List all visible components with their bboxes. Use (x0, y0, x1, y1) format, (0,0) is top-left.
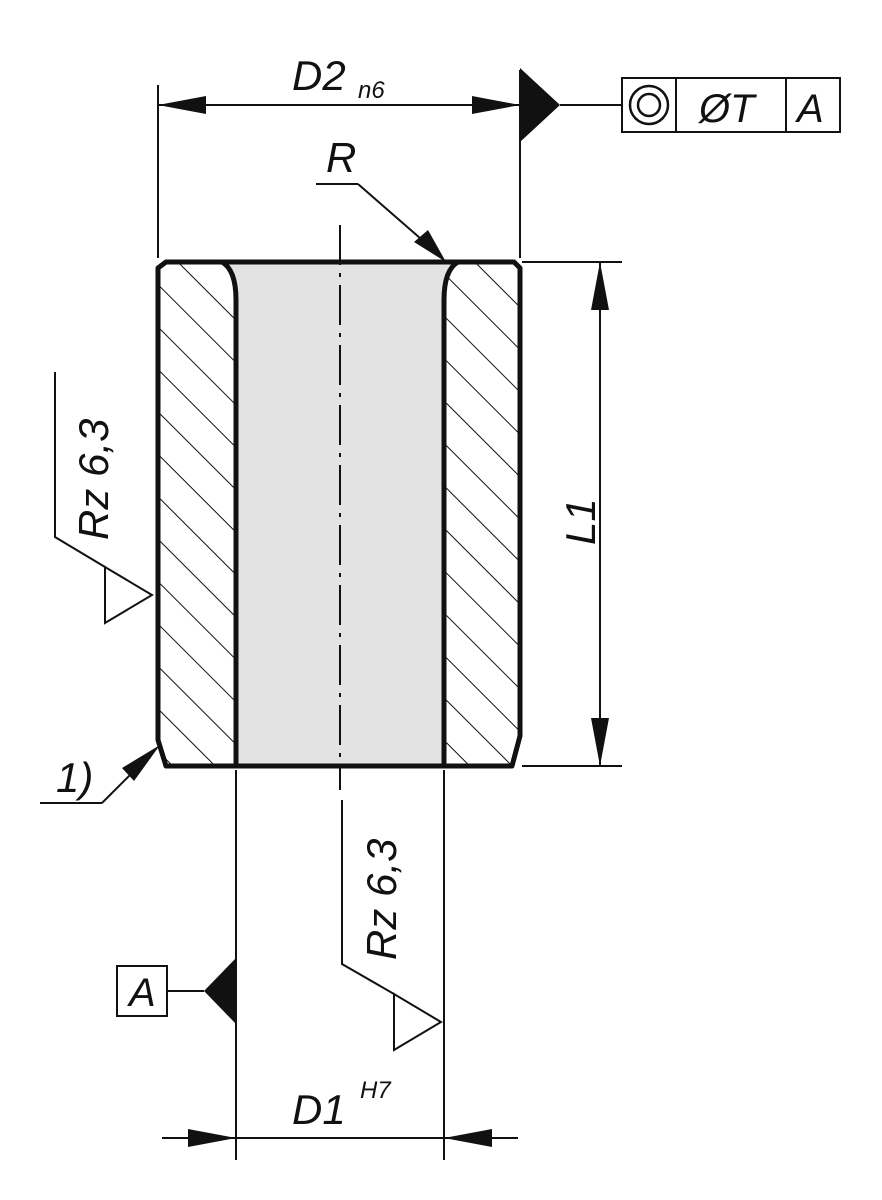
d2-label: D2 (292, 52, 346, 99)
note-marker: 1) (56, 754, 93, 801)
datum-label: A (127, 971, 156, 1015)
part-outline (155, 259, 523, 769)
tolerance-datum-ref: A (795, 87, 824, 131)
feature-control-frame: ØT A (520, 68, 841, 142)
outer-roughness-symbol: Rz 6,3 (54, 372, 154, 625)
outer-roughness-label: Rz 6,3 (70, 419, 117, 540)
d1-label: D1 (292, 1086, 346, 1133)
radius-label: R (326, 134, 356, 181)
radius-callout: R (316, 134, 446, 262)
tolerance-value: ØT (697, 87, 757, 131)
d1-dimension: D1 H7 (162, 1077, 518, 1147)
left-wall-section (158, 262, 236, 766)
l1-dimension: L1 (522, 261, 622, 767)
right-wall-section (444, 262, 520, 766)
l1-label: L1 (557, 498, 604, 545)
d1-tolerance: H7 (360, 1077, 392, 1104)
bore-roughness-label: Rz 6,3 (358, 839, 405, 960)
datum-a-feature: A (116, 958, 236, 1024)
note-callout: 1) (40, 745, 160, 804)
bore-roughness-symbol: Rz 6,3 (341, 800, 443, 1052)
concentricity-icon (628, 84, 670, 126)
d2-tolerance: n6 (358, 77, 385, 104)
